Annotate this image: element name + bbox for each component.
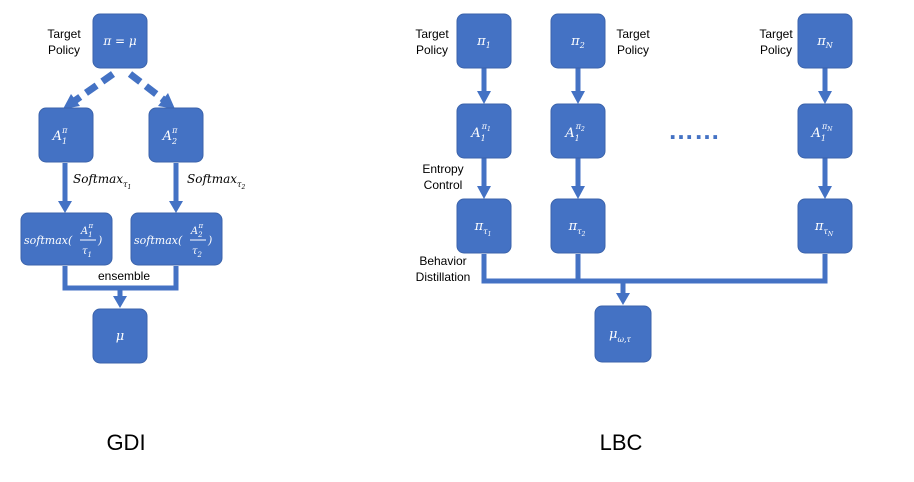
gdi-output-node: [92, 308, 148, 364]
svg-text:softmax(: softmax(: [134, 234, 183, 247]
lbc-arrowhead-output: [616, 293, 630, 305]
lbc-arrowhead-adv2: [571, 91, 585, 104]
svg-text:A2π: A2π: [190, 222, 204, 239]
lbc-panel: π1 π2 πN A1π1 A1π2 A1πN πτ1 πτ2 πτN μω: [415, 13, 853, 455]
lbc-advantage-2-math: A1π2: [564, 122, 585, 143]
svg-text:τ1: τ1: [82, 246, 92, 259]
lbc-behavior-distillation-label: Behavior: [419, 254, 466, 268]
gdi-softmax-edge-label-2: Softmaxτ2: [187, 172, 245, 191]
gdi-arrowhead-mu: [113, 296, 127, 308]
lbc-target-policy-label-1: Target: [415, 27, 449, 41]
lbc-target-policy-label-N: Target: [759, 27, 793, 41]
lbc-advantage-node-1: [456, 103, 512, 159]
gdi-advantage-node-2: [148, 107, 204, 163]
lbc-arrowhead-advN: [818, 91, 832, 104]
gdi-dashed-arrow-right: [127, 71, 167, 103]
lbc-advantage-node-2: [550, 103, 606, 159]
gdi-softmax-node-1: [20, 212, 113, 266]
lbc-entropy-control-label-2: Control: [424, 178, 463, 192]
lbc-output-math: μω,τ: [609, 327, 632, 344]
lbc-behavior-distillation-label-2: Distillation: [416, 270, 471, 284]
gdi-target-policy-label: Target: [47, 27, 81, 41]
gdi-softmax-edge-label-1: Softmaxτ1: [73, 172, 131, 191]
lbc-temp-policy-node-2: [550, 198, 606, 254]
lbc-temp-policy-N-math: πτN: [814, 219, 834, 238]
gdi-target-policy-math: π = μ: [102, 34, 137, 48]
lbc-policy-node-N: [797, 13, 853, 69]
lbc-policy-1-math: π1: [476, 34, 491, 50]
lbc-policy-node-2: [550, 13, 606, 69]
lbc-arrowhead-pit2: [571, 186, 585, 199]
gdi-ensemble-label: ensemble: [98, 269, 150, 283]
gdi-panel: π = μ A1π A2π softmax( A1π τ1 ) softmax(…: [20, 13, 245, 455]
gdi-caption: GDI: [106, 430, 145, 455]
gdi-advantage-1-math: A1π: [52, 126, 68, 146]
svg-text:softmax(: softmax(: [24, 234, 73, 247]
gdi-arrowhead-soft1: [58, 201, 72, 213]
lbc-advantage-N-math: A1πN: [811, 122, 834, 143]
lbc-temp-policy-node-1: [456, 198, 512, 254]
gdi-softmax-2-math: softmax( A2π τ2 ): [134, 222, 212, 259]
lbc-target-policy-label-Nb: Policy: [760, 43, 792, 57]
lbc-arrowhead-adv1: [477, 91, 491, 104]
lbc-output-node: [594, 305, 652, 363]
gdi-arrowhead-dashed-left: [63, 94, 80, 109]
lbc-temp-policy-2-math: πτ2: [568, 219, 586, 238]
lbc-caption: LBC: [600, 430, 643, 455]
svg-text:): ): [97, 234, 102, 247]
svg-text:): ): [207, 234, 212, 247]
gdi-softmax-1-math: softmax( A1π τ1 ): [24, 222, 102, 259]
lbc-temp-policy-1-math: πτ1: [474, 219, 492, 238]
lbc-target-policy-label-1b: Policy: [416, 43, 448, 57]
gdi-dashed-arrow-left: [70, 71, 116, 105]
gdi-softmax-node-2: [130, 212, 223, 266]
gdi-output-math: μ: [116, 329, 124, 344]
lbc-temp-policy-node-N: [797, 198, 853, 254]
lbc-target-policy-label-2: Target: [616, 27, 650, 41]
lbc-ellipsis: ……: [668, 115, 720, 145]
svg-text:A1π: A1π: [80, 222, 94, 239]
lbc-arrowhead-pitN: [818, 186, 832, 199]
lbc-entropy-control-label: Entropy: [422, 162, 463, 176]
lbc-policy-N-math: πN: [816, 34, 834, 50]
gdi-target-policy-node: [92, 13, 148, 69]
gdi-advantage-2-math: A2π: [162, 126, 178, 146]
gdi-arrowhead-soft2: [169, 201, 183, 213]
lbc-policy-node-1: [456, 13, 512, 69]
lbc-target-policy-label-2b: Policy: [617, 43, 649, 57]
gdi-target-policy-label-2: Policy: [48, 43, 80, 57]
lbc-advantage-1-math: A1π1: [470, 122, 491, 143]
lbc-arrowhead-pit1: [477, 186, 491, 199]
lbc-policy-2-math: π2: [570, 34, 585, 50]
svg-text:τ2: τ2: [192, 246, 203, 259]
lbc-distillation-connector: [481, 254, 828, 284]
gdi-arrowhead-dashed-right: [158, 93, 175, 109]
gdi-advantage-node-1: [38, 107, 94, 163]
lbc-advantage-node-N: [797, 103, 853, 159]
